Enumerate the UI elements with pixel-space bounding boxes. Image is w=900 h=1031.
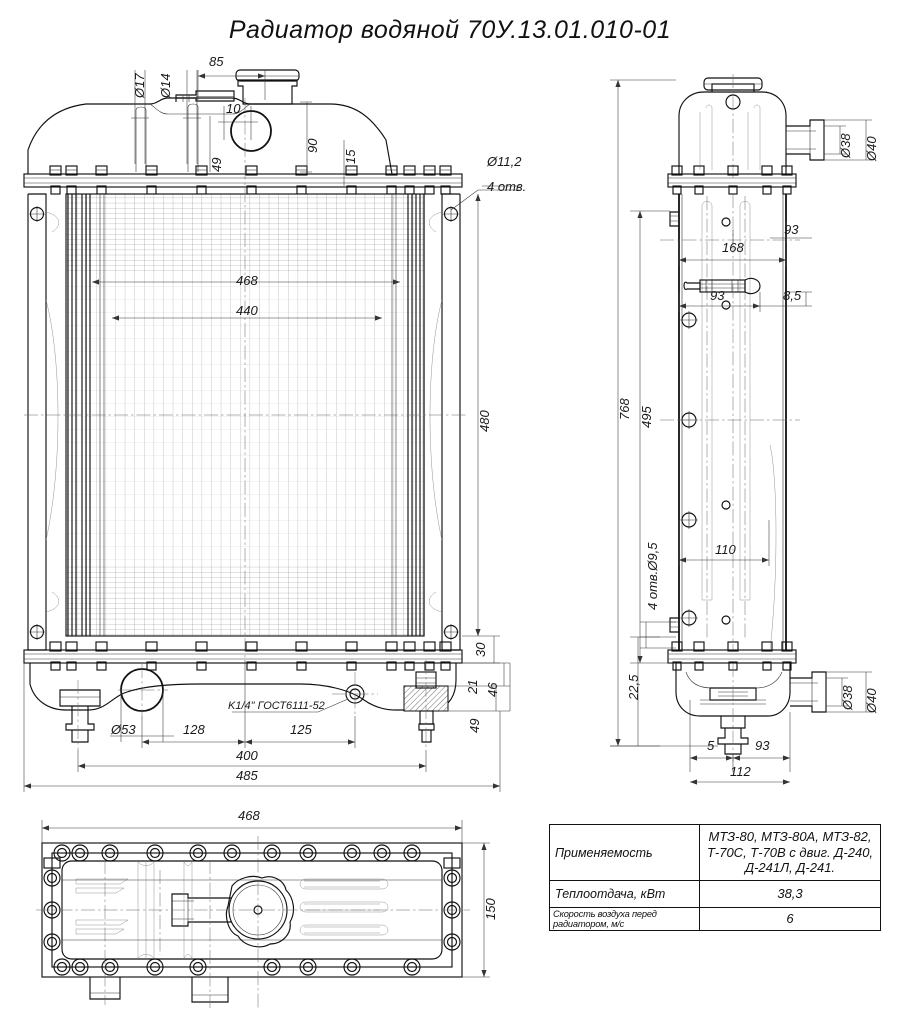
dim-93-mid: 93 [710, 288, 725, 303]
bottom-louvers-right [299, 878, 389, 936]
spec-label-air-speed: Скорость воздуха перед радиатором, м/с [550, 908, 700, 930]
side-view-dimensions [610, 79, 872, 785]
dim-d38-bottom: Ø38 [840, 685, 855, 710]
dim-85: 85 [209, 54, 224, 69]
dim-22-5: 22,5 [626, 674, 641, 700]
note-thread: K1/4" ГОСТ6111-52 [228, 700, 325, 712]
dim-93-top: 93 [784, 222, 799, 237]
dim-21: 21 [465, 679, 480, 694]
dim-15: 15 [343, 149, 358, 164]
dim-112: 112 [730, 764, 751, 779]
dim-768: 768 [617, 398, 632, 420]
spec-value-heat-output: 38,3 [700, 881, 880, 907]
dim-d38-top: Ø38 [838, 133, 853, 158]
side-lower-bolt-strip [667, 641, 797, 671]
dim-128: 128 [183, 722, 205, 737]
lower-bolts [49, 641, 452, 671]
dim-485: 485 [236, 768, 258, 783]
applicability-line-1: МТЗ-80, МТЗ-80А, МТЗ-82, [708, 828, 872, 844]
side-view [660, 74, 827, 762]
dim-49-bottom: 49 [467, 718, 482, 733]
front-view [23, 69, 466, 750]
air-speed-value: 6 [786, 911, 794, 927]
upper-bolts [49, 165, 452, 195]
side-upper-bolt-strip [667, 165, 797, 195]
dim-d14: Ø14 [158, 73, 173, 98]
dim-8-5: 8,5 [783, 288, 802, 303]
dim-440: 440 [236, 303, 258, 318]
bottom-bolts-bottom [53, 958, 421, 976]
dim-5: 5 [707, 738, 715, 753]
dim-168: 168 [722, 240, 744, 255]
dim-110: 110 [715, 542, 736, 557]
dim-90: 90 [305, 138, 320, 153]
applicability-line-2: Т-70С, Т-70В с двиг. Д-240, [706, 844, 874, 860]
spec-value-applicability: МТЗ-80, МТЗ-80А, МТЗ-82, Т-70С, Т-70В с … [700, 825, 880, 880]
spec-label-applicability: Применяемость [550, 825, 700, 880]
dim-4-holes: 4 отв. [487, 179, 527, 194]
front-core [24, 98, 466, 660]
dim-49-top: 49 [209, 157, 224, 172]
dim-400: 400 [236, 748, 258, 763]
applicability-line-3: Д-241Л, Д-241. [744, 860, 836, 876]
spec-label-heat-output: Теплоотдача, кВт [550, 881, 700, 907]
spec-value-air-speed: 6 [700, 908, 880, 930]
front-view-dimensions [23, 70, 520, 792]
spec-row-heat-output: Теплоотдача, кВт 38,3 [550, 881, 880, 908]
bottom-filler-boss [171, 875, 295, 948]
bottom-view-dimensions [41, 820, 490, 978]
dim-93-bottom: 93 [755, 738, 770, 753]
dim-30: 30 [473, 642, 488, 657]
dim-d40-top: Ø40 [864, 136, 879, 161]
bottom-bolts-top [53, 844, 421, 862]
dim-10: 10 [226, 101, 241, 116]
spec-table: Применяемость МТЗ-80, МТЗ-80А, МТЗ-82, Т… [549, 824, 881, 931]
spec-row-applicability: Применяемость МТЗ-80, МТЗ-80А, МТЗ-82, Т… [550, 825, 880, 881]
dim-468-front: 468 [236, 273, 258, 288]
dim-125: 125 [290, 722, 312, 737]
dim-d40-bottom: Ø40 [864, 688, 879, 713]
side-upper-tank [678, 74, 825, 180]
bottom-view [36, 836, 470, 1008]
bottom-louvers-left [75, 878, 129, 935]
dim-480: 480 [477, 410, 492, 432]
side-lower-tank [675, 663, 827, 762]
spec-row-air-speed: Скорость воздуха перед радиатором, м/с 6 [550, 908, 880, 930]
dim-d11-2: Ø11,2 [487, 154, 522, 169]
front-lower-bolt-strip [23, 641, 463, 671]
dim-d53: Ø53 [111, 722, 136, 737]
dim-4-holes-9-5: 4 отв.Ø9,5 [645, 542, 660, 610]
dim-46: 46 [485, 682, 500, 697]
side-middle-bracket [683, 277, 761, 295]
front-upper-bolt-strip [23, 165, 463, 195]
front-upper-tank [27, 69, 393, 175]
heat-output-value: 38,3 [777, 886, 803, 902]
drawing-title: Радиатор водяной 70У.13.01.010-01 [228, 16, 672, 44]
dim-468-bottom: 468 [238, 808, 260, 823]
dim-d17: Ø17 [132, 73, 147, 98]
dim-150: 150 [483, 898, 498, 920]
dim-495: 495 [639, 406, 654, 428]
